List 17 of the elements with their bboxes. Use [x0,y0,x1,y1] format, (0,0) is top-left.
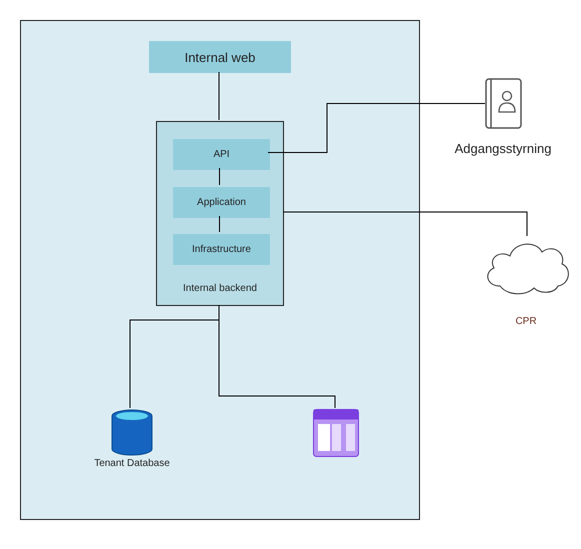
container-box [156,121,284,306]
container-label: Internal backend [182,283,258,294]
connector-line [218,304,336,408]
connector-line [282,212,528,236]
node-label: CPR [514,316,538,327]
connector-line [268,103,486,153]
connector-line [218,72,220,120]
boundary-box [20,20,420,520]
component-box: Internal web [149,41,291,73]
component-box: Infrastructure [173,234,270,265]
connector-line [219,216,220,232]
node-label: Adgangsstyrning [454,141,552,156]
message-queue-icon [313,409,359,457]
component-box: API [173,139,270,170]
component-box: Application [173,187,270,218]
connector-line [219,168,220,186]
node-label: Tenant Database [93,458,171,469]
